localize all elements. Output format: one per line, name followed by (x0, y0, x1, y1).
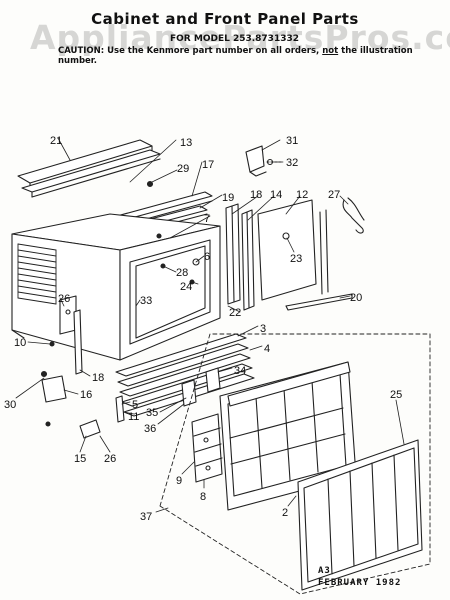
caution-prefix: CAUTION: Use the Kenmore part number on … (58, 46, 320, 56)
callout-21: 21 (50, 135, 62, 147)
rear-rail (21, 149, 161, 198)
callout-5: 5 (132, 399, 138, 411)
l-channel (285, 209, 353, 311)
callout-28: 28 (176, 267, 188, 279)
publication-date: FEBRUARY 1982 (318, 578, 402, 588)
callout-12: 12 (296, 189, 308, 201)
vertical-channel-14 (241, 209, 255, 311)
callout-26-upper: 26 (58, 293, 70, 305)
callout-26-lower: 26 (104, 453, 116, 465)
watermark: AppliancePartsPros.com (30, 18, 450, 57)
figure-code: A3 (318, 566, 331, 576)
caution-suffix: the illustration number. (58, 46, 413, 66)
leader-lines (15, 137, 405, 513)
callout-3: 3 (260, 323, 266, 335)
callout-27: 27 (328, 189, 340, 201)
callout-32: 32 (286, 157, 298, 169)
callout-8: 8 (200, 491, 206, 503)
callout-labels: 21 13 29 17 31 32 19 18 14 12 27 7 6 28 … (4, 135, 402, 523)
top-rail (17, 139, 153, 191)
front-panel (297, 439, 423, 591)
callout-7: 7 (204, 213, 210, 225)
callout-14: 14 (270, 189, 282, 201)
callout-29: 29 (177, 163, 189, 175)
callout-10: 10 (14, 337, 26, 349)
callout-17: 17 (202, 159, 214, 171)
callout-15: 15 (74, 453, 86, 465)
callout-31: 31 (286, 135, 298, 147)
callout-6: 6 (204, 251, 210, 263)
left-strip (73, 309, 83, 375)
side-panel (257, 199, 317, 301)
corner-bracket (245, 145, 283, 177)
callout-11: 11 (128, 411, 139, 423)
callout-4: 4 (264, 343, 270, 355)
callout-18-upper: 18 (250, 189, 262, 201)
callout-36: 36 (144, 423, 156, 435)
assembly-outline (159, 333, 431, 595)
callout-22: 22 (229, 307, 241, 319)
caution-emphasis: not (322, 46, 339, 56)
callout-25: 25 (390, 389, 402, 401)
screws (40, 180, 200, 427)
hook-part (342, 197, 365, 234)
callout-34: 34 (234, 365, 246, 377)
callout-20: 20 (350, 292, 362, 304)
callout-9: 9 (176, 475, 182, 487)
vertical-channel-18 (225, 203, 241, 305)
front-grille (219, 361, 357, 511)
callout-13: 13 (180, 137, 192, 149)
callout-16: 16 (80, 389, 92, 401)
model-number: FOR MODEL 253.8731332 (170, 34, 299, 44)
caution-note: CAUTION: Use the Kenmore part number on … (58, 46, 450, 66)
callout-2: 2 (282, 507, 288, 519)
callout-35: 35 (146, 407, 158, 419)
louver-brackets (115, 367, 221, 423)
callout-30: 30 (4, 399, 16, 411)
callout-33: 33 (140, 295, 152, 307)
callout-19: 19 (222, 192, 234, 204)
mount-bracket (41, 375, 101, 439)
callout-23: 23 (290, 253, 302, 265)
callout-18-lower: 18 (92, 372, 104, 384)
callout-24: 24 (180, 281, 192, 293)
diagram-title: Cabinet and Front Panel Parts (91, 10, 359, 28)
callout-37: 37 (140, 511, 152, 523)
filter (191, 413, 223, 483)
